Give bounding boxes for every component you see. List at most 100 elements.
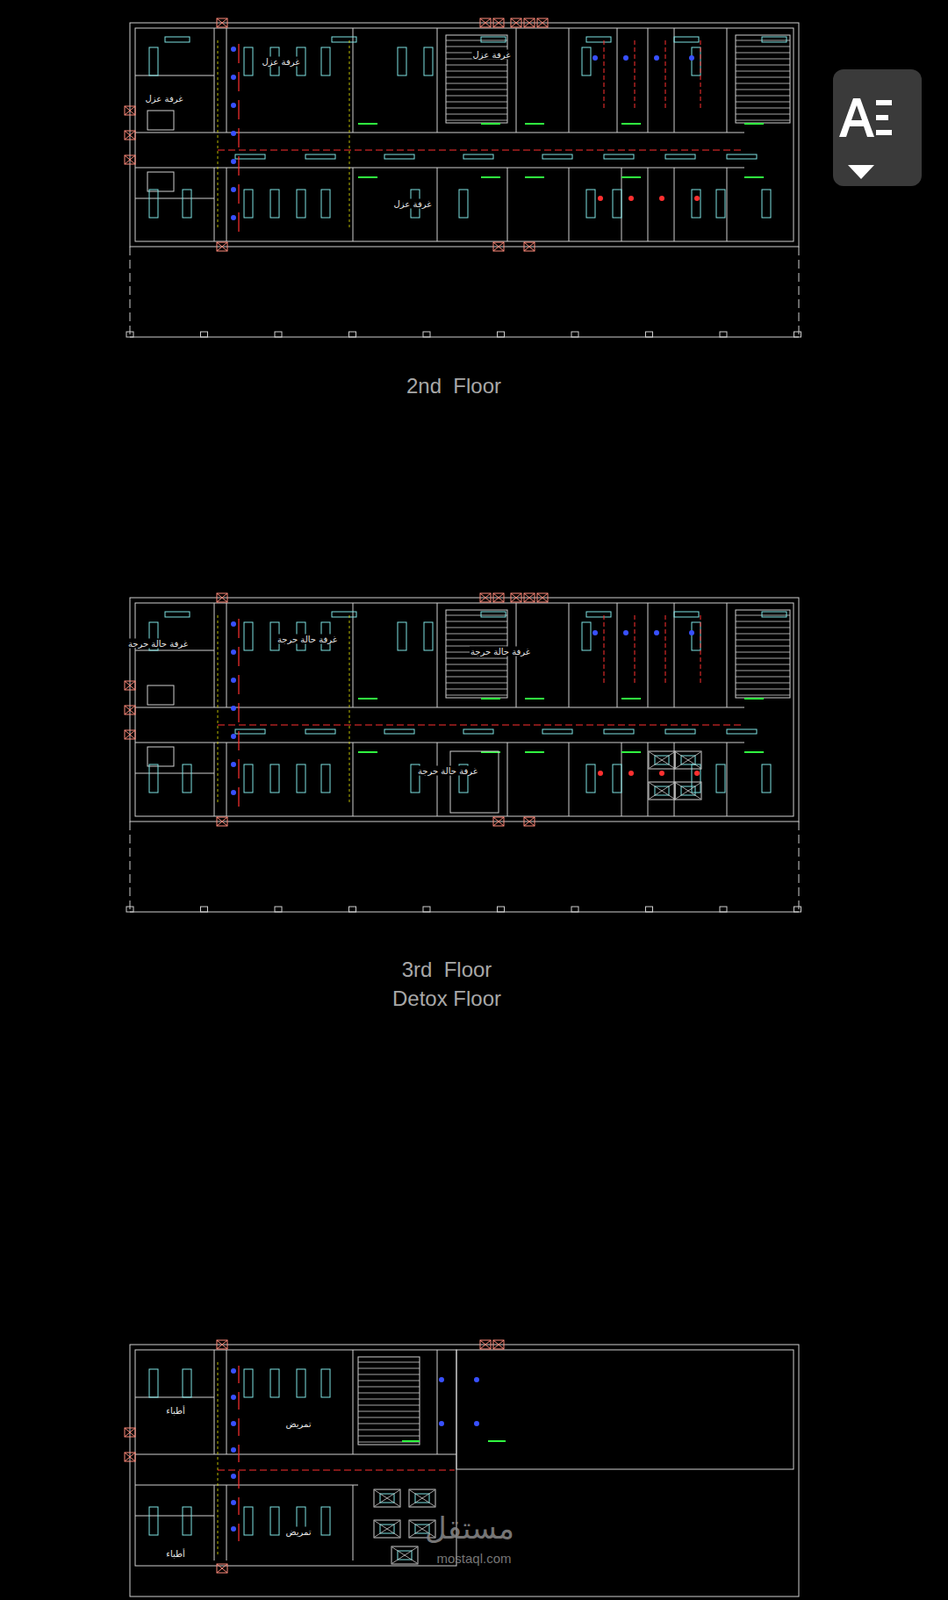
panel-marker xyxy=(480,1340,491,1350)
wiring-line xyxy=(217,40,219,230)
panel-marker xyxy=(493,593,504,603)
circuit-line xyxy=(237,618,239,639)
wall-line xyxy=(214,1485,216,1561)
wall-line xyxy=(352,167,354,242)
chair-outline xyxy=(675,782,702,800)
bed xyxy=(612,189,622,218)
stair-tread xyxy=(445,71,508,72)
device-symbol xyxy=(230,790,237,796)
wall-line xyxy=(226,742,228,817)
circuit-tag xyxy=(744,176,764,179)
circuit-line xyxy=(237,1523,239,1542)
column xyxy=(423,906,431,913)
panel-marker xyxy=(493,817,504,826)
device-symbol xyxy=(628,195,634,202)
device-symbol xyxy=(653,630,660,636)
bed xyxy=(321,1507,331,1536)
device-symbol xyxy=(628,770,634,776)
wall-line xyxy=(437,1350,439,1455)
bed xyxy=(244,764,253,793)
panel-marker xyxy=(480,18,491,28)
bed xyxy=(182,764,192,793)
room-light xyxy=(481,611,506,618)
circuit-line xyxy=(634,40,636,111)
corridor-light xyxy=(384,154,415,159)
wall-line xyxy=(214,1454,457,1456)
device-symbol xyxy=(230,733,237,740)
device-symbol xyxy=(230,46,237,52)
bed xyxy=(296,189,306,218)
wall-line xyxy=(352,742,354,817)
stair-tread xyxy=(445,95,508,97)
column xyxy=(126,906,134,913)
stair-tread xyxy=(735,646,790,647)
bed xyxy=(296,764,306,793)
wall-line xyxy=(214,707,745,709)
panel-marker xyxy=(480,593,491,603)
stair-tread xyxy=(735,615,790,617)
wall-line xyxy=(674,603,676,708)
wall-line xyxy=(674,742,676,817)
device-symbol xyxy=(623,55,629,61)
device-symbol xyxy=(230,186,237,193)
bed xyxy=(321,189,331,218)
device-symbol xyxy=(659,195,665,202)
panel-marker xyxy=(537,18,548,28)
stair-tread xyxy=(358,1405,420,1407)
chair-line xyxy=(675,752,701,769)
room-light xyxy=(586,611,611,618)
room-label: غرفة عزل xyxy=(393,199,433,209)
stair-outline xyxy=(445,35,508,123)
building-outline xyxy=(129,597,799,822)
circuit-tag xyxy=(358,176,378,179)
panel-marker xyxy=(493,242,504,252)
bed xyxy=(459,189,468,218)
stair-tread xyxy=(358,1429,420,1431)
building-inner-outline xyxy=(135,1350,457,1566)
panel-marker xyxy=(124,106,136,115)
bed xyxy=(149,1369,158,1398)
stair-tread xyxy=(735,52,790,54)
panel-marker xyxy=(493,593,504,603)
corridor-light xyxy=(384,729,415,734)
corridor-light xyxy=(235,729,266,734)
bed xyxy=(581,622,591,651)
circuit-line xyxy=(237,1365,239,1384)
stair-tread xyxy=(735,689,790,690)
column xyxy=(201,906,209,913)
room-label: غرفة عزل xyxy=(261,57,302,67)
circuit-line xyxy=(237,1392,239,1410)
bed xyxy=(296,1369,306,1398)
panel-marker xyxy=(524,18,535,28)
circuit-tag xyxy=(488,1440,506,1443)
column xyxy=(274,331,282,338)
wall-line xyxy=(568,603,570,708)
panel-marker xyxy=(493,817,504,826)
floor-title: 2nd Floor xyxy=(406,374,502,398)
bed xyxy=(244,189,253,218)
circuit-line xyxy=(237,759,239,779)
wall-line xyxy=(135,1485,215,1487)
panel-marker xyxy=(124,155,136,165)
floor-title: 3rd Floor xyxy=(402,958,493,982)
corridor-light xyxy=(463,154,494,159)
bed xyxy=(244,1369,253,1398)
circuit-tag xyxy=(481,122,501,125)
device-symbol xyxy=(623,630,629,636)
stair-tread xyxy=(445,77,508,79)
wall-line xyxy=(674,28,676,133)
room-light xyxy=(331,36,357,43)
stair-tread xyxy=(445,89,508,91)
panel-marker xyxy=(524,817,535,826)
device-symbol xyxy=(474,1421,480,1427)
stair-tread xyxy=(358,1442,420,1444)
wall-line xyxy=(674,167,676,242)
circuit-tag xyxy=(481,176,501,179)
column xyxy=(646,331,654,338)
panel-marker xyxy=(216,593,228,603)
chair-line xyxy=(649,752,675,769)
stair-tread xyxy=(445,107,508,109)
wall-line xyxy=(226,167,228,242)
room-label: أطباء xyxy=(165,1549,187,1559)
